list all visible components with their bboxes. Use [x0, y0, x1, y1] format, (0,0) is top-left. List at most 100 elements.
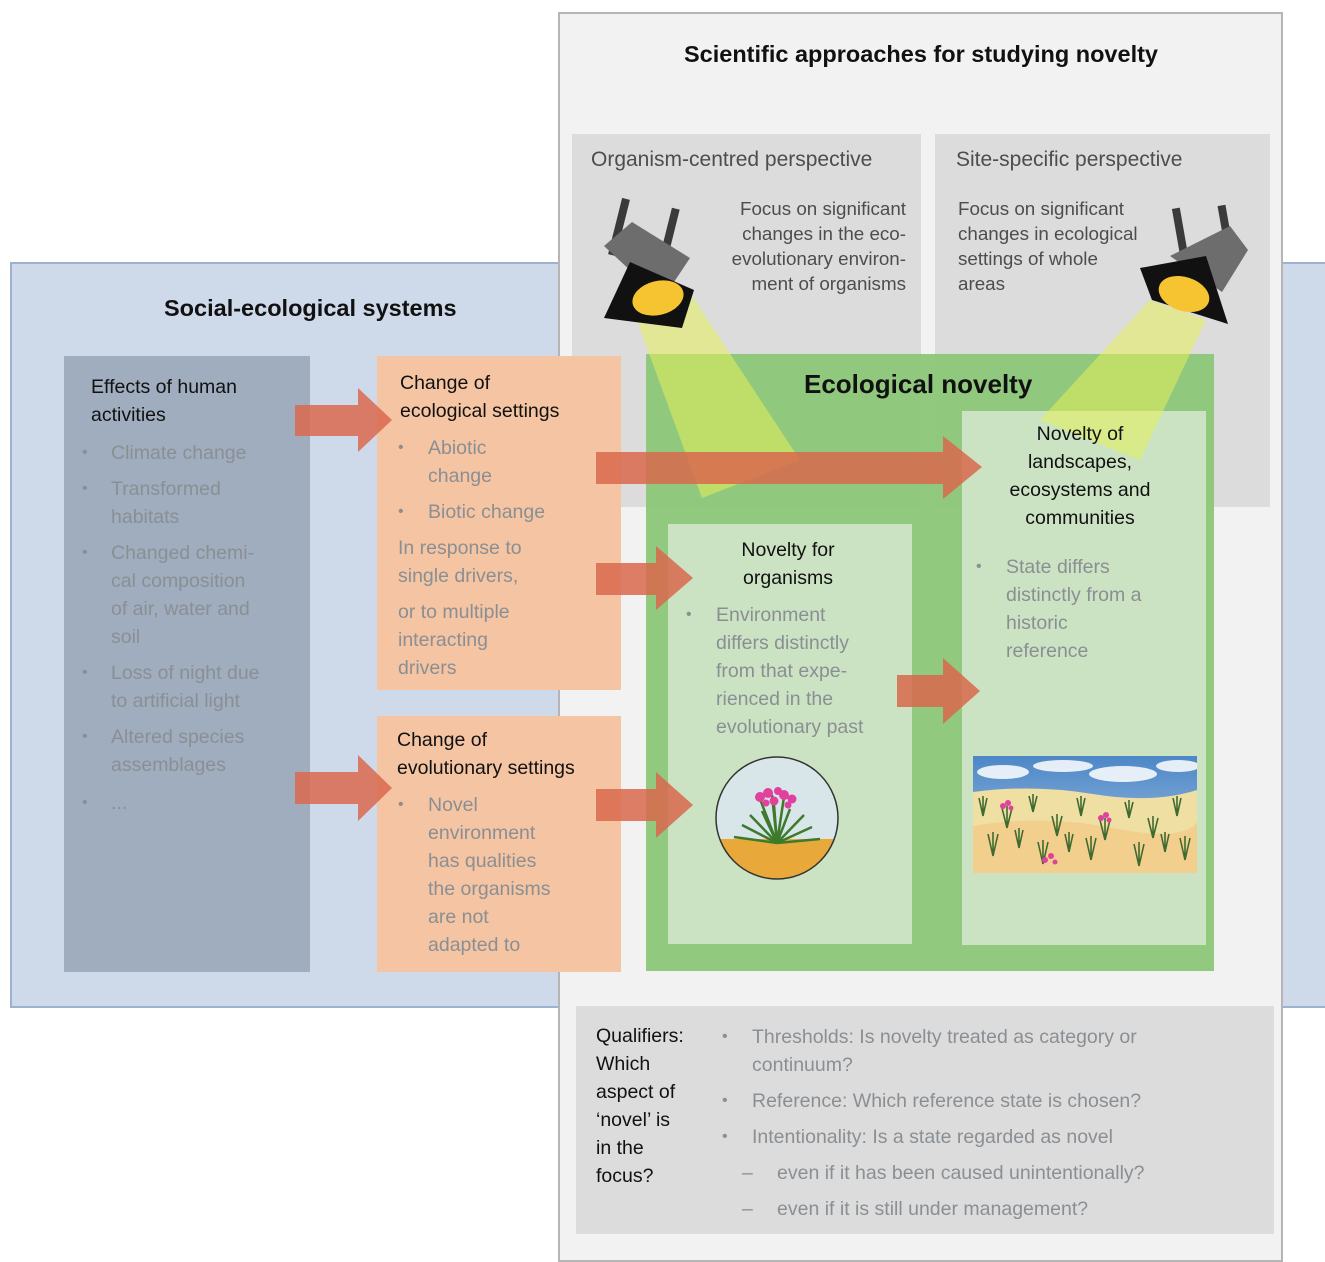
ecological-novelty-title: Ecological novelty — [804, 369, 1033, 399]
list-item: has qualities — [428, 850, 537, 872]
list-item: assemblages — [111, 754, 226, 776]
landscape-novelty-title: landscapes, — [1027, 451, 1133, 473]
right-spotlight-icon — [1140, 204, 1248, 324]
note-line: drivers — [398, 657, 457, 679]
organism-perspective-line: changes in the eco- — [742, 223, 906, 244]
left-spotlight-beam — [636, 290, 800, 498]
arrow-organism-to-landscape — [897, 658, 980, 724]
list-item: adapted to — [428, 934, 521, 956]
dash: – — [742, 1162, 753, 1184]
site-perspective-title: Site-specific perspective — [956, 148, 1183, 171]
list-item: Abiotic — [428, 437, 487, 459]
list-item: Reference: Which reference state is chos… — [752, 1090, 1142, 1112]
sub-list-item: even if it has been caused unintentional… — [777, 1162, 1145, 1184]
organism-perspective-title: Organism-centred perspective — [591, 148, 873, 171]
landscape-novelty-title: Novelty of — [1036, 423, 1124, 445]
list-item: habitats — [111, 506, 180, 528]
bullet: • — [82, 728, 88, 745]
note-line: In response to — [398, 537, 522, 559]
left-spotlight-icon — [604, 197, 694, 328]
ecological-settings-title: ecological settings — [400, 400, 560, 422]
arrow-ecological-to-landscape — [596, 436, 982, 499]
evolutionary-settings-title: Change of — [397, 729, 487, 751]
dune-landscape-illustration — [973, 756, 1197, 873]
qualifiers-label-line: focus? — [596, 1165, 654, 1187]
qualifiers-label-line: aspect of — [596, 1081, 676, 1103]
list-item: to artificial light — [111, 690, 240, 712]
qualifiers-label-line: Which — [596, 1053, 651, 1075]
dash: – — [742, 1198, 753, 1220]
scientific-approaches-title: Scientific approaches for studying novel… — [683, 41, 1159, 67]
list-item: soil — [111, 626, 141, 648]
site-perspective-line: Focus on significant — [958, 198, 1124, 219]
list-item: Environment — [716, 604, 826, 626]
qualifiers-label-line: Qualifiers: — [596, 1025, 684, 1047]
human-activities-title: Effects of human — [91, 376, 237, 398]
list-item: from that expe- — [716, 660, 848, 682]
bullet: • — [686, 606, 692, 623]
arrow-ecological-to-organism — [596, 546, 693, 610]
bullet: • — [722, 1028, 728, 1045]
list-item: Novel — [428, 794, 478, 816]
list-item: Intentionality: Is a state regarded as n… — [752, 1126, 1113, 1148]
list-item: change — [428, 465, 492, 487]
list-item: environment — [428, 822, 536, 844]
qualifiers-box — [576, 1006, 1274, 1234]
right-spotlight-beam — [1040, 300, 1206, 460]
bullet: • — [82, 444, 88, 461]
organism-novelty-title: Novelty for — [741, 539, 835, 561]
organism-perspective-line: ment of organisms — [751, 273, 907, 294]
note-line: interacting — [398, 629, 488, 651]
list-item: Altered species — [111, 726, 245, 748]
list-item: Loss of night due — [111, 662, 260, 684]
arrow-human-to-evolutionary — [295, 755, 392, 821]
site-perspective-line: changes in ecological — [958, 223, 1138, 244]
list-item: Changed chemi- — [111, 542, 255, 564]
list-item: State differs — [1006, 556, 1110, 578]
landscape-novelty-title: communities — [1025, 507, 1135, 529]
single-plant-illustration — [715, 756, 839, 880]
list-item: Transformed — [111, 478, 221, 500]
bullet: • — [398, 439, 404, 456]
list-item: are not — [428, 906, 489, 928]
list-item: Thresholds: Is novelty treated as catego… — [752, 1026, 1137, 1048]
sub-list-item: even if it is still under management? — [777, 1198, 1089, 1220]
list-item: of air, water and — [111, 598, 250, 620]
bullet: • — [398, 503, 404, 520]
list-item: continuum? — [752, 1054, 853, 1076]
bullet: • — [82, 794, 88, 811]
list-item: differs distinctly — [716, 632, 849, 654]
human-activities-box — [64, 356, 310, 972]
arrow-human-to-ecological — [295, 388, 392, 452]
bullet: • — [722, 1128, 728, 1145]
list-item: reference — [1006, 640, 1089, 662]
bullet: • — [82, 480, 88, 497]
list-item: the organisms — [428, 878, 551, 900]
note-line: or to multiple — [398, 601, 510, 623]
bullet: • — [398, 796, 404, 813]
list-item: Biotic change — [428, 501, 546, 523]
site-perspective-line: settings of whole — [958, 248, 1098, 269]
organism-perspective-line: Focus on significant — [740, 198, 906, 219]
list-item: distinctly from a — [1006, 584, 1142, 606]
list-item: Climate change — [111, 442, 247, 464]
bullet: • — [976, 558, 982, 575]
bullet: • — [82, 544, 88, 561]
evolutionary-settings-box — [377, 716, 621, 972]
organism-novelty-title: organisms — [743, 567, 833, 589]
list-item: rienced in the — [716, 688, 834, 710]
social-ecological-title: Social-ecological systems — [164, 295, 457, 321]
arrow-evolutionary-to-organism — [596, 772, 693, 838]
human-activities-title: activities — [91, 404, 166, 426]
list-item: evolutionary past — [716, 716, 864, 738]
site-perspective-line: areas — [958, 273, 1005, 294]
landscape-novelty-title: ecosystems and — [1009, 479, 1151, 501]
list-item: historic — [1006, 612, 1068, 634]
bullet: • — [82, 664, 88, 681]
qualifiers-label-line: ‘novel’ is — [596, 1109, 671, 1131]
qualifiers-label-line: in the — [596, 1137, 644, 1159]
organism-perspective-line: evolutionary environ- — [731, 248, 906, 269]
ecological-settings-box — [377, 356, 621, 690]
